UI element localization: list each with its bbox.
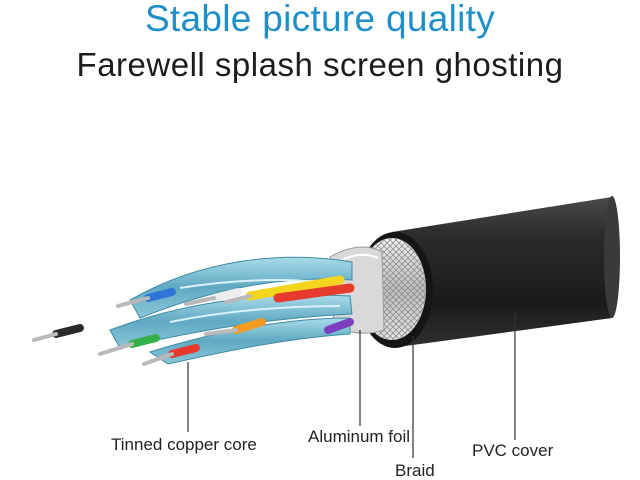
headline-title: Stable picture quality <box>144 0 496 39</box>
colored-wires <box>52 275 355 358</box>
tinned-conductor-tips <box>32 294 252 366</box>
label-braid: Braid <box>395 461 435 480</box>
wire-red <box>273 283 355 303</box>
wire-orange <box>232 318 266 334</box>
wire-red-2 <box>168 344 200 358</box>
headline-subtitle: Farewell splash screen ghosting <box>76 46 564 83</box>
wire-green <box>128 334 160 348</box>
wire-black <box>52 324 84 338</box>
label-tinned-copper-core: Tinned copper core <box>111 435 257 454</box>
label-pvc-cover: PVC cover <box>472 441 554 460</box>
wire-yellow <box>245 275 345 301</box>
wire-blue <box>144 288 176 302</box>
wire-white <box>210 288 242 302</box>
label-aluminum-foil: Aluminum foil <box>308 427 410 446</box>
wire-purple <box>324 318 354 334</box>
shielded-strands <box>109 256 353 365</box>
